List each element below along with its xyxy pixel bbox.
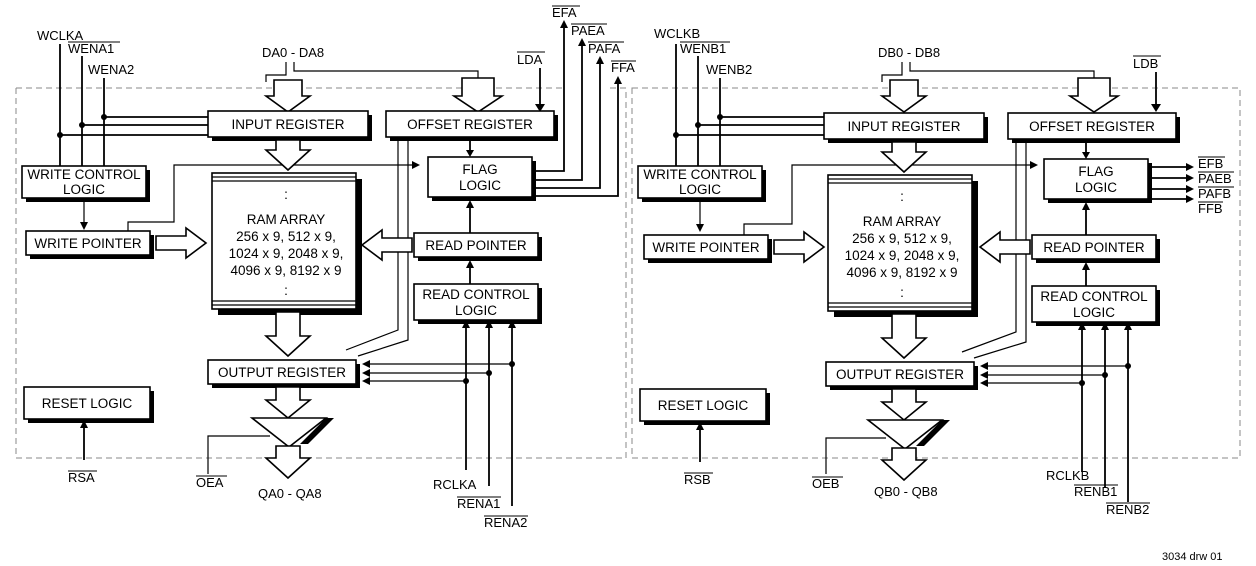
wenb2-label: WENB2 xyxy=(706,62,752,77)
rclka-label: RCLKA xyxy=(433,477,477,492)
svg-text:256 x 9, 512 x 9,: 256 x 9, 512 x 9, xyxy=(852,231,952,246)
svg-text:OFFSET REGISTER: OFFSET REGISTER xyxy=(407,117,533,132)
svg-text:READ CONTROL: READ CONTROL xyxy=(422,287,530,302)
ffa-label: FFA xyxy=(611,60,635,75)
reset-logic-a xyxy=(23,386,151,420)
svg-text:RESET LOGIC: RESET LOGIC xyxy=(42,396,133,411)
svg-text:RESET LOGIC: RESET LOGIC xyxy=(658,398,749,413)
svg-text:4096 x 9, 8192 x 9: 4096 x 9, 8192 x 9 xyxy=(846,265,957,280)
wclkb-label: WCLKB xyxy=(654,26,700,41)
output-register-a xyxy=(207,359,357,385)
svg-text::: : xyxy=(284,283,288,298)
svg-text:WRITE POINTER: WRITE POINTER xyxy=(652,240,759,255)
svg-text:READ POINTER: READ POINTER xyxy=(1043,240,1145,255)
pafa-label: PAFA xyxy=(588,41,621,56)
svg-text:WRITE CONTROL: WRITE CONTROL xyxy=(643,167,757,182)
wenb1-label: WENB1 xyxy=(680,41,726,56)
svg-text:LOGIC: LOGIC xyxy=(63,182,105,197)
offset-register-b xyxy=(1007,112,1177,140)
ram-array-b xyxy=(827,174,973,312)
svg-text:4096 x 9, 8192 x 9: 4096 x 9, 8192 x 9 xyxy=(230,263,341,278)
svg-text:256 x 9, 512 x 9,: 256 x 9, 512 x 9, xyxy=(236,229,336,244)
read-control-logic-b xyxy=(1031,285,1157,323)
svg-text:OUTPUT REGISTER: OUTPUT REGISTER xyxy=(218,365,346,380)
paea-label: PAEA xyxy=(571,23,605,38)
svg-text:FLAG: FLAG xyxy=(462,162,497,177)
flag-logic-a xyxy=(427,156,533,198)
efb-label: EFB xyxy=(1198,156,1223,171)
renb2-label: RENB2 xyxy=(1106,502,1149,517)
lda-label: LDA xyxy=(517,52,543,67)
fifo-a: WCLKA WENA1 WENA2 DA0 - DA8 LDA INPUT RE… xyxy=(15,5,636,530)
oeb-label: OEB xyxy=(812,476,839,491)
read-pointer-a xyxy=(413,232,539,258)
svg-text:INPUT REGISTER: INPUT REGISTER xyxy=(847,119,960,134)
svg-text::: : xyxy=(284,187,288,202)
svg-text:WRITE CONTROL: WRITE CONTROL xyxy=(27,167,141,182)
efa-label: EFA xyxy=(552,5,577,20)
svg-text:LOGIC: LOGIC xyxy=(1073,305,1115,320)
svg-text:LOGIC: LOGIC xyxy=(455,303,497,318)
svg-text:LOGIC: LOGIC xyxy=(679,182,721,197)
read-control-logic-a xyxy=(413,283,539,321)
fifo-b-boundary xyxy=(631,87,1241,459)
output-register-b xyxy=(825,361,975,387)
pafb-label: PAFB xyxy=(1198,186,1231,201)
svg-text:OUTPUT REGISTER: OUTPUT REGISTER xyxy=(836,367,964,382)
reset-logic-b xyxy=(639,388,767,422)
fifo-b: WCLKB WENB1 WENB2 DB0 - DB8 LDB INPUT RE… xyxy=(631,26,1241,517)
output-buffer-a xyxy=(249,417,329,449)
input-register-b xyxy=(823,112,985,140)
rclkb-label: RCLKB xyxy=(1046,468,1089,483)
svg-text:FLAG: FLAG xyxy=(1078,164,1113,179)
svg-text:OFFSET REGISTER: OFFSET REGISTER xyxy=(1029,119,1155,134)
read-pointer-b xyxy=(1031,234,1157,260)
svg-text:LOGIC: LOGIC xyxy=(459,178,501,193)
output-buffer-b xyxy=(865,419,945,451)
svg-text::: : xyxy=(900,285,904,300)
svg-text:1024 x 9, 2048 x 9,: 1024 x 9, 2048 x 9, xyxy=(229,246,344,261)
qa0-qa8-label: QA0 - QA8 xyxy=(258,486,322,501)
da0-da8-label: DA0 - DA8 xyxy=(262,45,324,60)
svg-text:1024 x 9, 2048 x 9,: 1024 x 9, 2048 x 9, xyxy=(845,248,960,263)
svg-text:READ CONTROL: READ CONTROL xyxy=(1040,289,1148,304)
svg-text:LOGIC: LOGIC xyxy=(1075,180,1117,195)
renb1-label: RENB1 xyxy=(1074,484,1117,499)
drawing-number: 3034 drw 01 xyxy=(1162,551,1223,563)
ldb-label: LDB xyxy=(1133,56,1158,71)
svg-text:READ POINTER: READ POINTER xyxy=(425,238,527,253)
rsa-label: RSA xyxy=(68,470,95,485)
wena2-label: WENA2 xyxy=(88,62,134,77)
svg-text::: : xyxy=(900,189,904,204)
input-register-a xyxy=(207,110,369,138)
svg-text:INPUT REGISTER: INPUT REGISTER xyxy=(231,117,344,132)
ram-array-b-title: RAM ARRAY xyxy=(863,214,942,229)
rsb-label: RSB xyxy=(684,472,711,487)
wena1-label: WENA1 xyxy=(68,41,114,56)
rena2-label: RENA2 xyxy=(484,515,527,530)
write-control-logic-a xyxy=(21,165,147,199)
svg-text:WRITE POINTER: WRITE POINTER xyxy=(34,236,141,251)
flag-logic-b xyxy=(1043,158,1149,200)
paeb-label: PAEB xyxy=(1198,171,1232,186)
write-pointer-b xyxy=(643,234,769,260)
wclka-label: WCLKA xyxy=(37,28,84,43)
oea-label: OEA xyxy=(196,475,224,490)
ffb-label: FFB xyxy=(1198,201,1223,216)
ram-array-a xyxy=(211,172,357,310)
db0-db8-label: DB0 - DB8 xyxy=(878,45,940,60)
ram-array-a-title: RAM ARRAY xyxy=(247,212,326,227)
rena1-label: RENA1 xyxy=(457,496,500,511)
qb0-qb8-label: QB0 - QB8 xyxy=(874,484,938,499)
write-pointer-a xyxy=(25,230,151,256)
